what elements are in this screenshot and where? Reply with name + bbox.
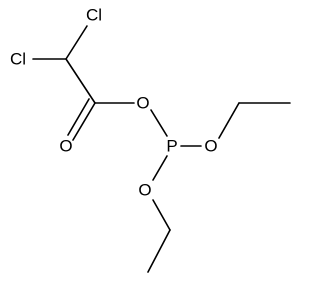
atom-label-o-bottom: O	[138, 181, 151, 200]
chemical-structure: Cl Cl O O P O O	[10, 6, 291, 273]
bond-p-o-bottom	[152, 155, 168, 181]
atom-label-p: P	[166, 137, 177, 156]
bond-ch2-ch3-bottom	[147, 229, 171, 273]
bond-o-bottom-ch2	[152, 199, 171, 231]
atom-label-o-ester: O	[136, 94, 149, 113]
bond-c1-o-carbonyl-a	[72, 102, 96, 141]
atom-label-o-carbonyl: O	[59, 137, 72, 156]
bond-c2-c1	[65, 58, 96, 104]
bond-c1-o-carbonyl-b	[67, 98, 90, 136]
bond-o-ester-p	[150, 109, 168, 137]
bond-c2-cl-top	[65, 25, 88, 60]
atom-label-o-right: O	[204, 137, 217, 156]
atom-label-cl-top: Cl	[86, 6, 102, 25]
atom-label-cl-left: Cl	[10, 50, 26, 69]
bond-o-right-ch2	[218, 102, 240, 139]
